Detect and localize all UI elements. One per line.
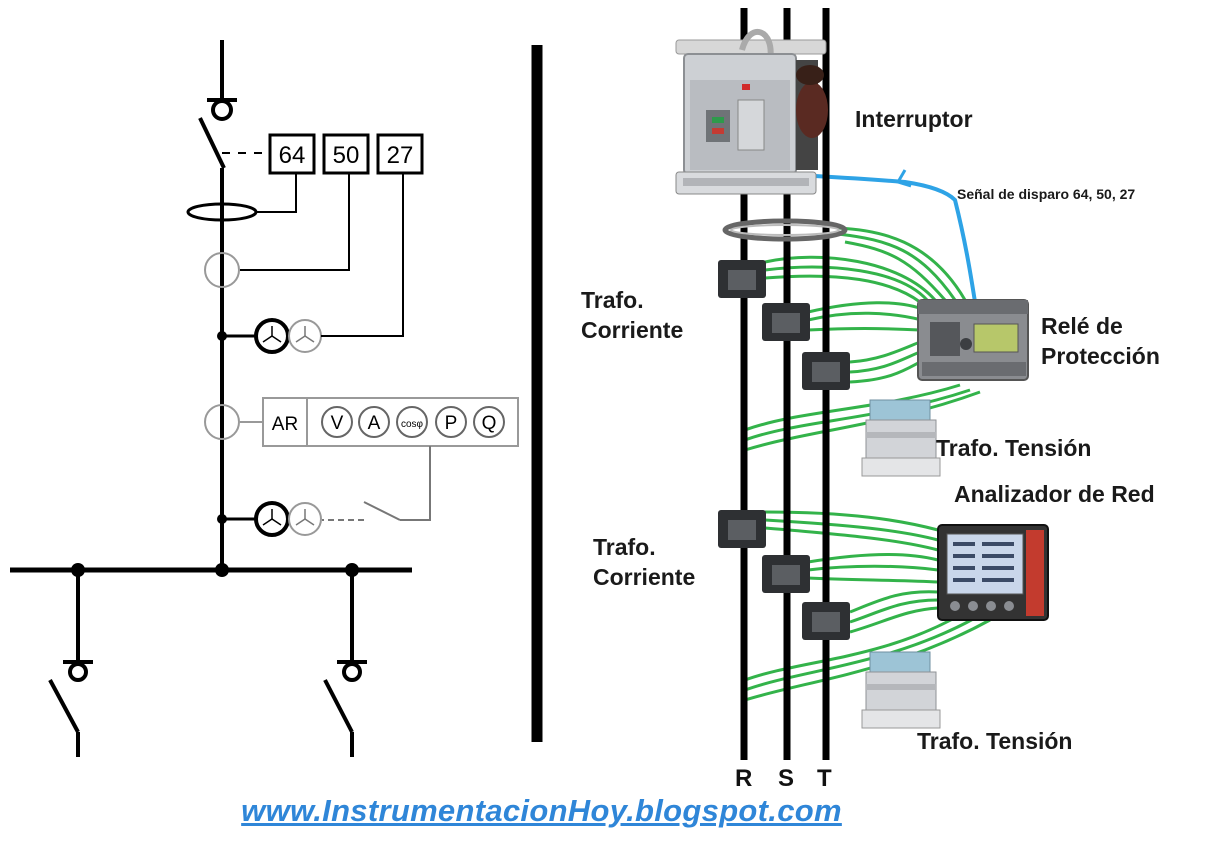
label-trafo-corriente-1: Trafo. Corriente [581, 285, 683, 345]
trip-signal-arrow [895, 169, 912, 188]
circuit-breaker-device [675, 28, 828, 195]
relay-code-27: 27 [387, 142, 414, 169]
label-trafo-corriente-2-line1: Trafo. [593, 534, 656, 560]
meter-box [262, 397, 519, 447]
meter-v: V [331, 413, 344, 434]
trip-signal-wire [814, 174, 977, 303]
label-trafo-tension-1: Trafo. Tensión [936, 435, 1092, 461]
label-trafo-corriente-1-line1: Trafo. [581, 287, 644, 313]
label-trafo-corriente-2-line2: Corriente [593, 564, 696, 590]
label-rele-line1: Relé de [1041, 313, 1123, 339]
voltage-transformer-upper [861, 399, 941, 477]
top-terminal-symbol [211, 99, 233, 121]
relay-code-boxes: 64 50 27 [268, 133, 424, 175]
phase-label-r: R [735, 765, 753, 792]
current-transformer-symbol [204, 252, 240, 288]
main-breaker-symbol [198, 117, 226, 169]
voltage-transformer-lower [861, 651, 941, 729]
network-analyzer-device [937, 524, 1049, 621]
phase-label-s: S [778, 765, 795, 792]
label-rele-proteccion: Relé de Protección [1041, 311, 1160, 371]
meter-instruments: AR V A cosφ P Q [272, 406, 505, 438]
core-balance-ring [722, 218, 848, 242]
label-trafo-corriente-1-line2: Corriente [581, 317, 684, 343]
label-analizador-red: Analizador de Red [954, 481, 1155, 507]
label-trafo-corriente-2: Trafo. Corriente [593, 532, 695, 592]
single-line-diagram [10, 40, 519, 757]
meter-ar-label: AR [272, 414, 298, 435]
outgoing-switch-left [48, 679, 80, 733]
relay-code-50: 50 [333, 142, 360, 169]
meter-a: A [368, 413, 381, 434]
protection-relay-device [917, 299, 1029, 381]
label-rele-line2: Protección [1041, 343, 1160, 369]
outgoing-switch-right [323, 679, 354, 733]
label-senal-disparo: Señal de disparo 64, 50, 27 [957, 186, 1136, 202]
meter-cosphi: cosφ [401, 419, 424, 430]
label-trafo-tension-2: Trafo. Tensión [917, 728, 1073, 754]
meter-q: Q [482, 413, 497, 434]
meter-p: P [445, 413, 458, 434]
current-transformers-upper [718, 260, 850, 390]
website-link[interactable]: www.InstrumentacionHoy.blogspot.com [241, 793, 842, 828]
current-transformers-lower [718, 510, 850, 640]
relay-code-64: 64 [279, 142, 306, 169]
phase-label-t: T [817, 765, 832, 792]
label-interruptor: Interruptor [855, 106, 973, 132]
